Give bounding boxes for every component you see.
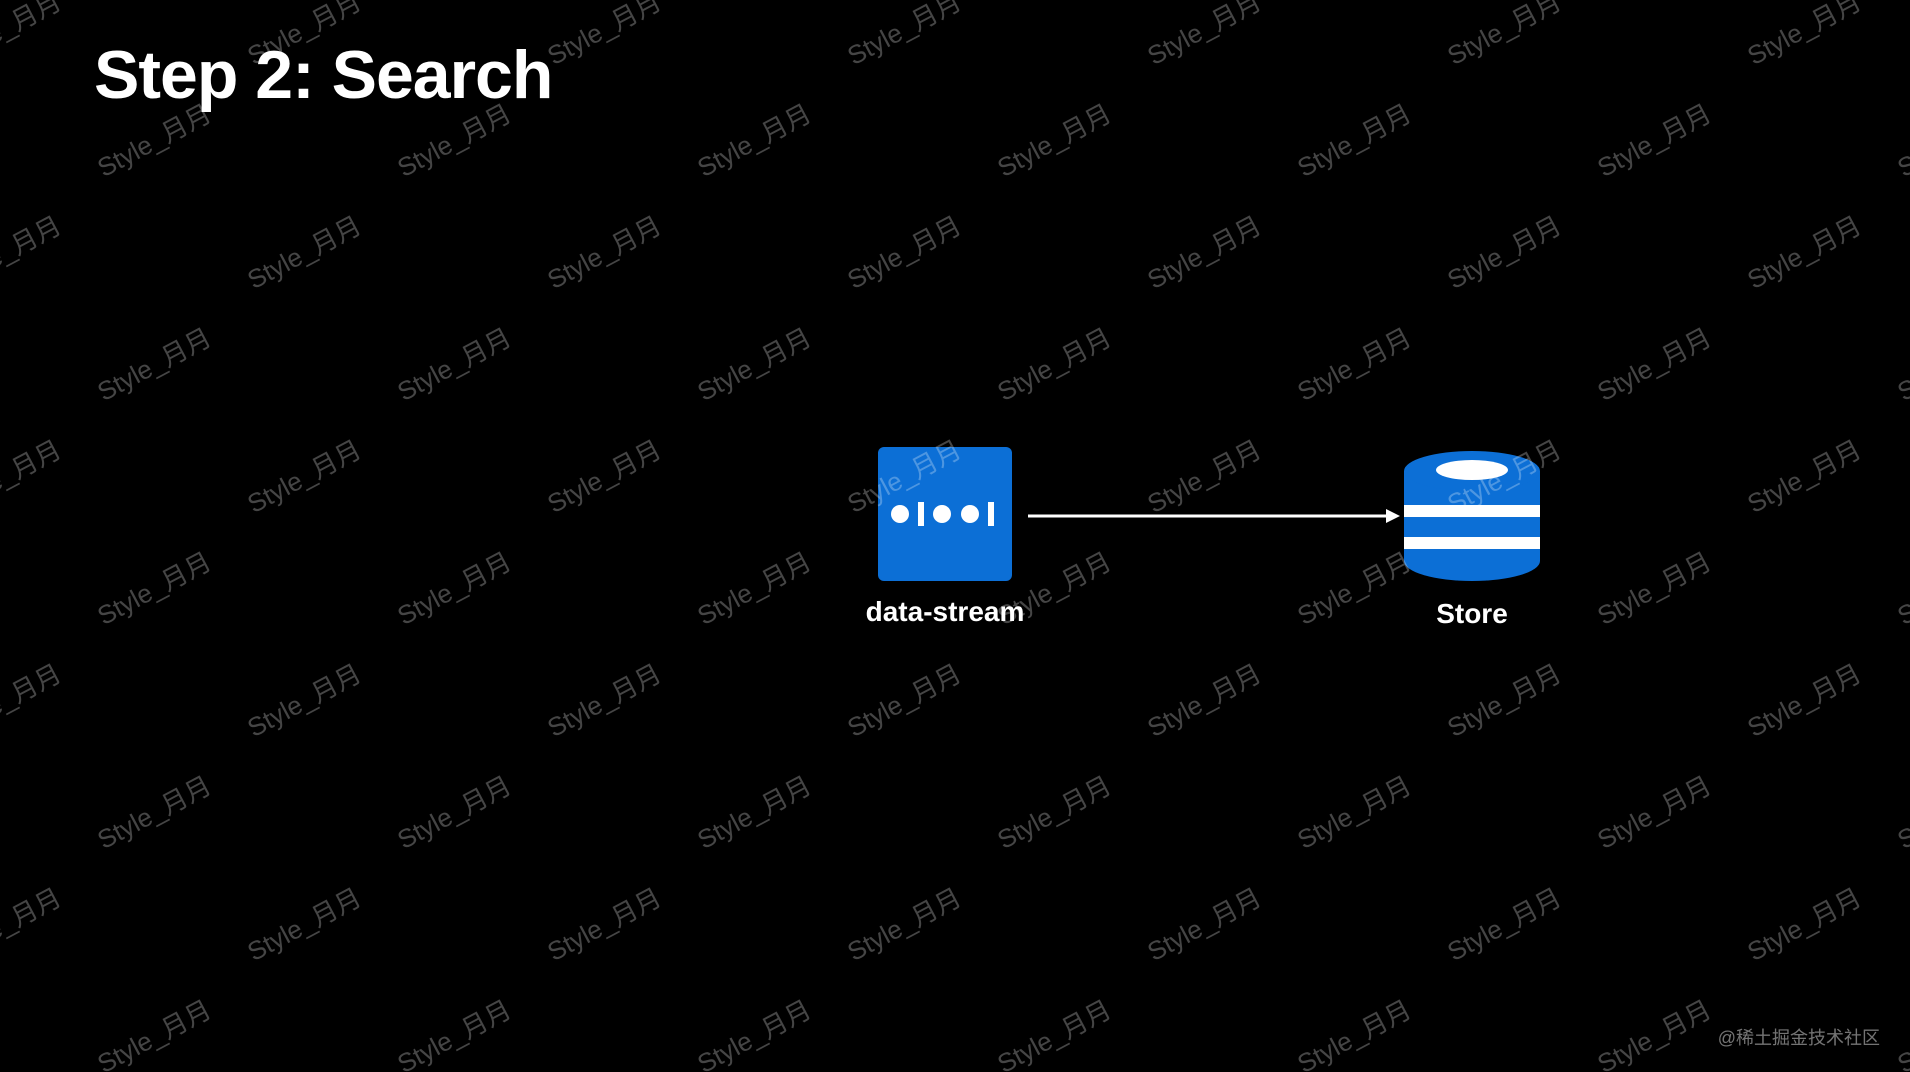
watermark-text: Style_月月 bbox=[1142, 658, 1267, 743]
watermark-text: Style_月月 bbox=[992, 770, 1117, 855]
watermark-text: Style_月月 bbox=[842, 882, 967, 967]
store-label: Store bbox=[1436, 598, 1508, 629]
watermark-text: Style_月月 bbox=[1142, 210, 1267, 295]
watermark-text: Style_月月 bbox=[542, 658, 667, 743]
watermark-text: Style_月月 bbox=[1892, 770, 1910, 855]
watermark-text: Style_月月 bbox=[692, 770, 817, 855]
watermark-text: Style_月月 bbox=[92, 546, 217, 631]
watermark-text: Style_月月 bbox=[242, 434, 367, 519]
watermark-text: Style_月月 bbox=[1742, 434, 1867, 519]
watermark-text: Style_月月 bbox=[1442, 658, 1567, 743]
watermark-text: Style_月月 bbox=[0, 0, 67, 71]
watermark-text: Style_月月 bbox=[542, 0, 667, 71]
watermark-text: Style_月月 bbox=[1742, 882, 1867, 967]
watermark-text: Style_月月 bbox=[0, 210, 67, 295]
watermark-text: Style_月月 bbox=[692, 98, 817, 183]
watermark-text: Style_月月 bbox=[0, 658, 67, 743]
watermark-text: Style_月月 bbox=[92, 770, 217, 855]
watermark-text: Style_月月 bbox=[842, 210, 967, 295]
watermark-text: Style_月月 bbox=[992, 98, 1117, 183]
watermark-text: Style_月月 bbox=[1142, 0, 1267, 71]
slide-title: Step 2: Search bbox=[94, 37, 553, 113]
watermark-text: Style_月月 bbox=[1142, 882, 1267, 967]
watermark-text: Style_月月 bbox=[0, 882, 67, 967]
watermark-text: Style_月月 bbox=[242, 210, 367, 295]
watermark-text: Style_月月 bbox=[842, 0, 967, 71]
watermark-text: Style_月月 bbox=[242, 882, 367, 967]
watermark-text: Style_月月 bbox=[1592, 98, 1717, 183]
watermark-text: Style_月月 bbox=[692, 994, 817, 1072]
watermark-text: Style_月月 bbox=[92, 322, 217, 407]
watermark-text: Style_月月 bbox=[1442, 210, 1567, 295]
watermark-text: Style_月月 bbox=[992, 994, 1117, 1072]
database-icon bbox=[1403, 451, 1541, 583]
watermark-text: Style_月月 bbox=[1892, 546, 1910, 631]
data-stream-icon bbox=[878, 447, 1012, 581]
watermark-text: Style_月月 bbox=[692, 322, 817, 407]
watermark-text: Style_月月 bbox=[1442, 0, 1567, 71]
watermark-text: Style_月月 bbox=[1742, 210, 1867, 295]
watermark-text: Style_月月 bbox=[542, 210, 667, 295]
watermark-text: Style_月月 bbox=[1292, 770, 1417, 855]
watermark-text: Style_月月 bbox=[1292, 98, 1417, 183]
watermark-text: Style_月月 bbox=[1892, 322, 1910, 407]
watermark-text: Style_月月 bbox=[842, 658, 967, 743]
watermark-text: Style_月月 bbox=[542, 434, 667, 519]
watermark-text: Style_月月 bbox=[392, 770, 517, 855]
watermark-text: Style_月月 bbox=[1892, 98, 1910, 183]
watermark-text: Style_月月 bbox=[1592, 994, 1717, 1072]
footer-credit: @稀土掘金技术社区 bbox=[1717, 1028, 1880, 1048]
watermark-text: Style_月月 bbox=[1742, 658, 1867, 743]
watermark-text: Style_月月 bbox=[1592, 546, 1717, 631]
watermark-text: Style_月月 bbox=[1592, 770, 1717, 855]
data-stream-label: data-stream bbox=[865, 596, 1025, 627]
watermark-text: Style_月月 bbox=[1292, 994, 1417, 1072]
watermark-text: Style_月月 bbox=[1742, 0, 1867, 71]
watermark-text: Style_月月 bbox=[1442, 882, 1567, 967]
watermark-text: Style_月月 bbox=[992, 322, 1117, 407]
watermark-text: Style_月月 bbox=[92, 994, 217, 1072]
watermark-text: Style_月月 bbox=[542, 882, 667, 967]
watermark-text: Style_月月 bbox=[692, 546, 817, 631]
flow-arrow bbox=[1028, 509, 1400, 523]
watermark-text: Style_月月 bbox=[0, 434, 67, 519]
watermark-text: Style_月月 bbox=[1892, 994, 1910, 1072]
watermark-text: Style_月月 bbox=[1592, 322, 1717, 407]
watermark-text: Style_月月 bbox=[242, 658, 367, 743]
watermark-text: Style_月月 bbox=[392, 322, 517, 407]
watermark-text: Style_月月 bbox=[392, 546, 517, 631]
watermark-text: Style_月月 bbox=[392, 994, 517, 1072]
watermark-text: Style_月月 bbox=[1292, 322, 1417, 407]
